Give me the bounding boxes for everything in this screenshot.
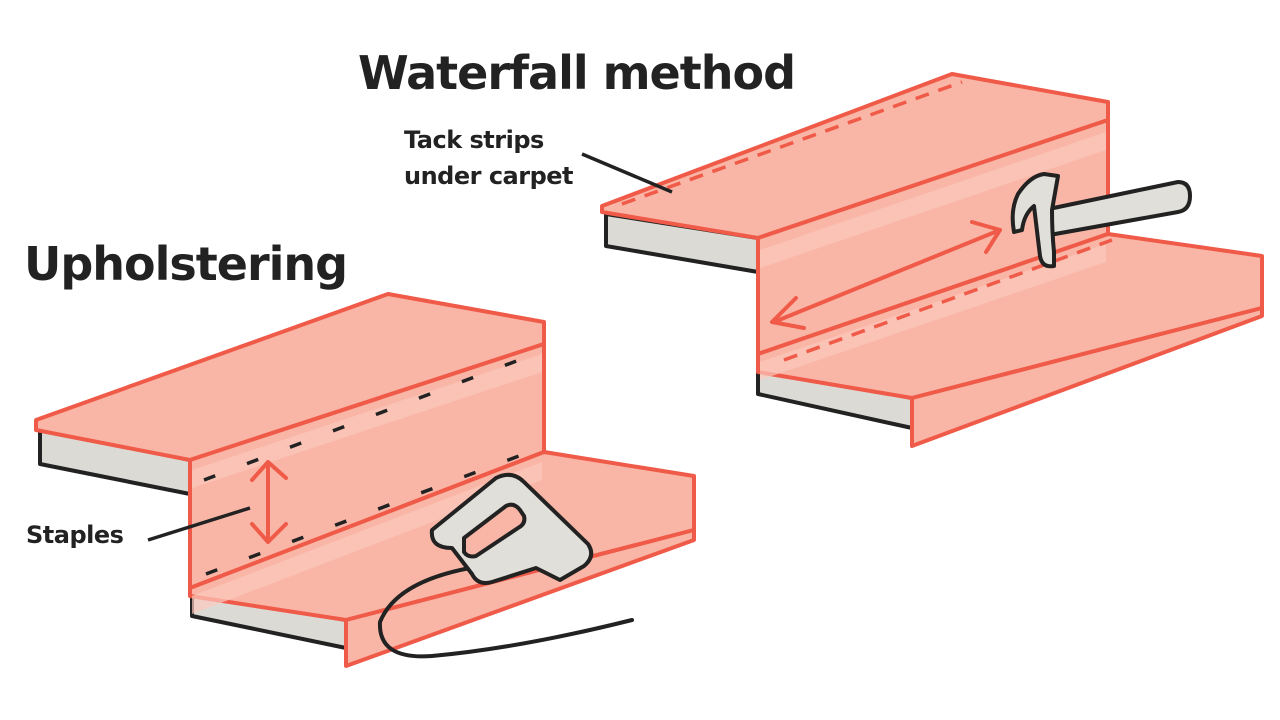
- upholstering-double-arrow: [250, 460, 288, 544]
- staple-gun-icon: [429, 472, 594, 585]
- hammer-icon: [1010, 172, 1192, 269]
- waterfall-lower-nose-carpet: [910, 306, 1264, 448]
- waterfall-double-arrow: [770, 220, 1002, 330]
- upholstering-highlight: [192, 462, 542, 614]
- tack-strips-label-line2: under carpet: [404, 162, 574, 190]
- staples-label: Staples: [26, 521, 124, 549]
- upholstering-staircase: [34, 292, 696, 668]
- staple-gun-cord: [377, 566, 634, 659]
- tack-strip-leader-line: [581, 152, 673, 194]
- waterfall-highlight: [760, 244, 1106, 380]
- upholstering-title: Upholstering: [24, 237, 348, 291]
- staples-leader-line: [147, 506, 251, 542]
- waterfall-method-title: Waterfall method: [358, 46, 796, 100]
- tack-strips-label: Tack strips under carpet: [404, 122, 574, 194]
- waterfall-staircase: [600, 72, 1264, 448]
- waterfall-tack-strip-line: [621, 80, 963, 206]
- upholstering-highlight: [192, 354, 542, 488]
- tack-strips-label-line1: Tack strips: [404, 126, 544, 154]
- waterfall-highlight: [760, 132, 1106, 268]
- waterfall-tack-strip-line: [783, 238, 1113, 362]
